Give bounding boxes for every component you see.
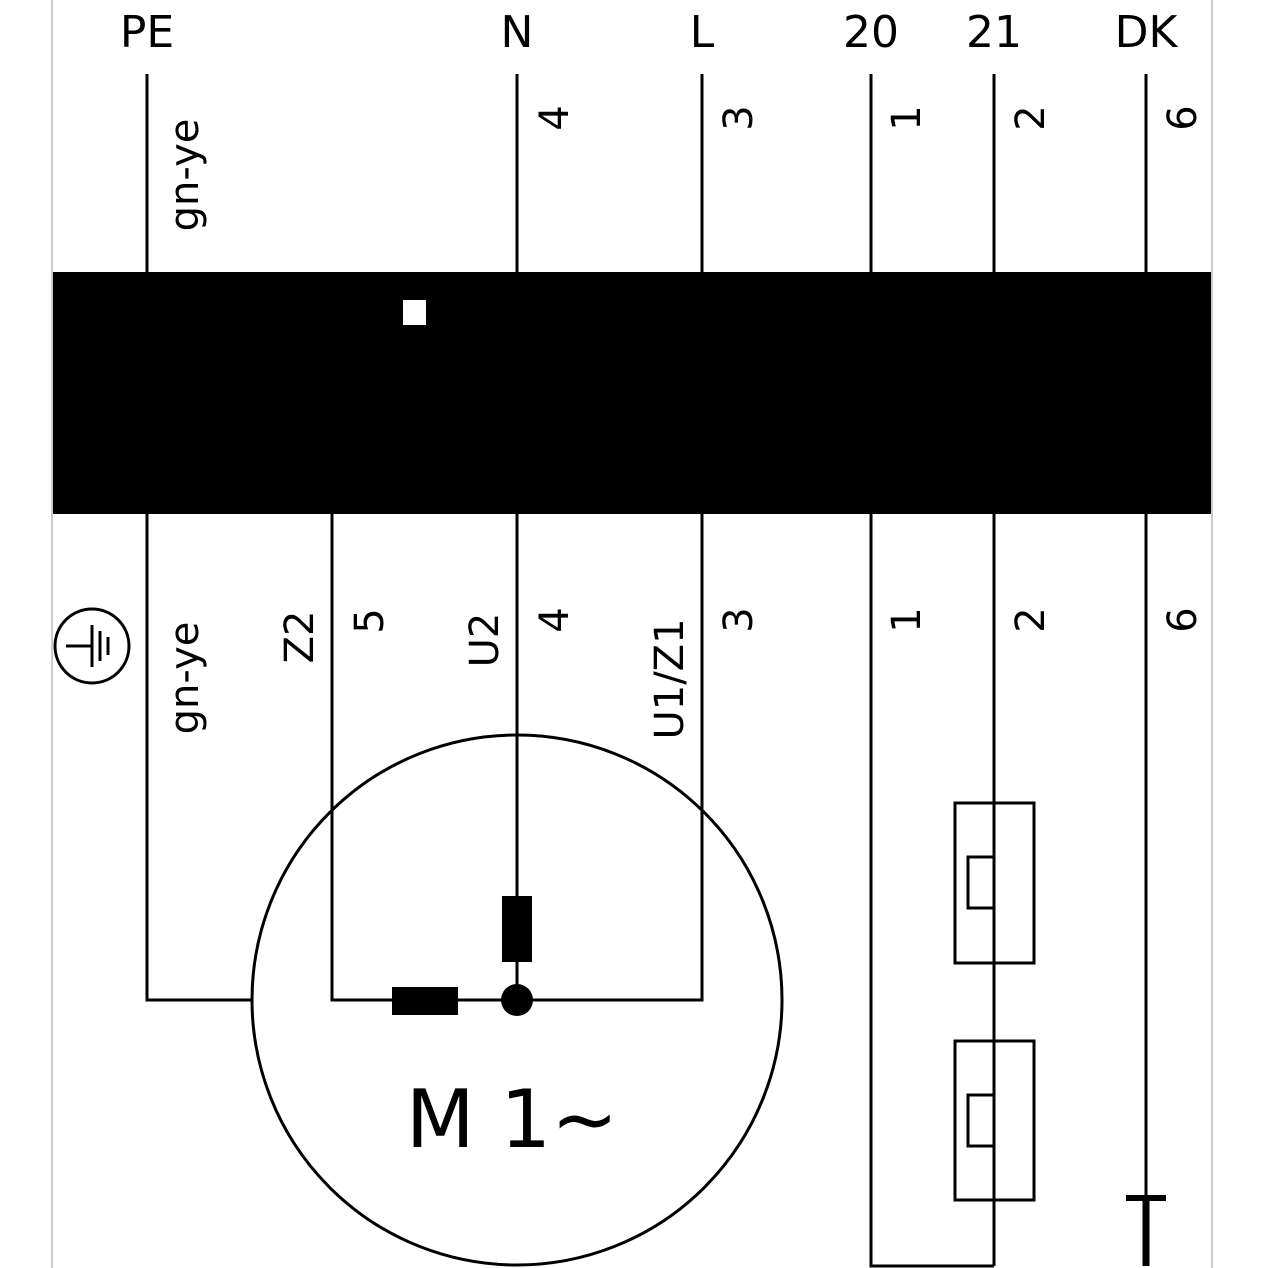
wire-label-1: 1 [884,607,930,632]
motor-circle [250,733,784,1267]
motor-label: M 1~ [406,1073,618,1166]
motor: M 1~ [250,733,784,1267]
wire-label-z2: Z2 [277,611,323,664]
connector-block-body [53,272,1211,514]
wire-label-2: 2 [1008,607,1054,632]
wire-label-u2: U2 [462,613,508,668]
terminal-label-dk: DK [1115,7,1179,58]
earth-ground-icon [53,607,131,685]
thermal-contact-icon [953,801,1036,965]
wire-label-n-upper: 4 [532,105,578,130]
thermal-contact-icon [953,1039,1036,1202]
terminal-label-n: N [501,7,534,58]
wire-label-6: 6 [1160,607,1206,632]
terminal-label-l: L [690,7,715,58]
terminal-label-21: 21 [966,7,1022,58]
wire-label-u1z1: U1/Z1 [647,618,693,739]
lower-wires [145,514,1148,1268]
terminal-label-20: 20 [843,7,899,58]
winding-resistor-icon [502,896,532,962]
wire-z2-lower [330,514,392,1002]
connector-marker-square [403,300,426,325]
connector-block [53,272,1211,514]
winding-resistor-icon [392,987,458,1015]
wire-1-lower [869,514,994,1268]
terminal-label-pe: PE [120,7,174,58]
wire-label-l-upper: 3 [716,105,762,130]
wire-label-3: 3 [716,607,762,632]
wire-label-pe-lower: gn-ye [162,622,208,735]
wire-label-21-upper: 2 [1008,105,1054,130]
wire-label-4: 4 [532,607,578,632]
junction-dot-icon [501,984,533,1016]
upper-wires [145,74,1148,275]
dk-termination-icon [1126,1195,1166,1266]
wire-pe-lower [145,514,252,1002]
wire-label-20-upper: 1 [884,105,930,130]
wire-u1z1-lower [517,514,704,1002]
wire-label-pe-upper: gn-ye [162,119,208,232]
wire-label-5: 5 [347,608,393,633]
wire-label-dk-upper: 6 [1160,105,1206,130]
